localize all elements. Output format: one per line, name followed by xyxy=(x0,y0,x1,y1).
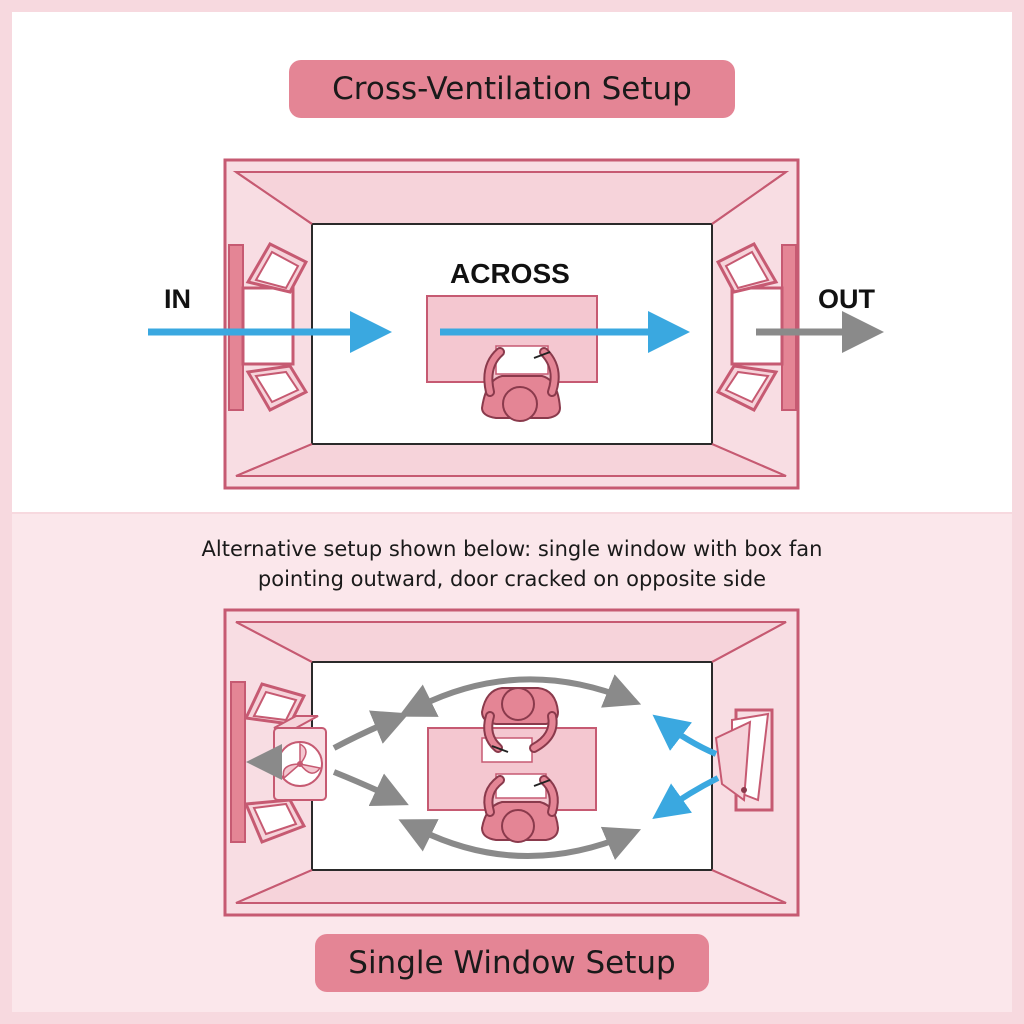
across-label: ACROSS xyxy=(450,258,570,289)
box-fan xyxy=(273,715,327,801)
alternative-setup-caption: Alternative setup shown below: single wi… xyxy=(112,534,912,594)
door-inflow-arrow-upper xyxy=(652,714,718,757)
cracked-door xyxy=(714,708,774,812)
person-at-desk xyxy=(480,345,562,422)
circulation-arrow-bottom xyxy=(398,819,642,860)
single-window xyxy=(230,681,307,844)
door-inflow-arrow-lower xyxy=(652,775,720,819)
in-label: IN xyxy=(164,284,191,314)
caption-line-2: pointing outward, door cracked on opposi… xyxy=(257,567,767,591)
left-window xyxy=(228,242,309,412)
right-window xyxy=(715,242,797,412)
caption-line-1: Alternative setup shown below: single wi… xyxy=(201,537,823,561)
fan-draw-arrow-upper xyxy=(332,710,410,751)
circulation-arrow-top xyxy=(398,674,642,717)
out-label: OUT xyxy=(818,284,875,314)
fan-draw-arrow-lower xyxy=(332,769,409,807)
top-diagram-title: Cross-Ventilation Setup xyxy=(289,60,735,118)
bottom-diagram-title: Single Window Setup xyxy=(315,934,709,992)
person-bottom xyxy=(480,773,560,843)
